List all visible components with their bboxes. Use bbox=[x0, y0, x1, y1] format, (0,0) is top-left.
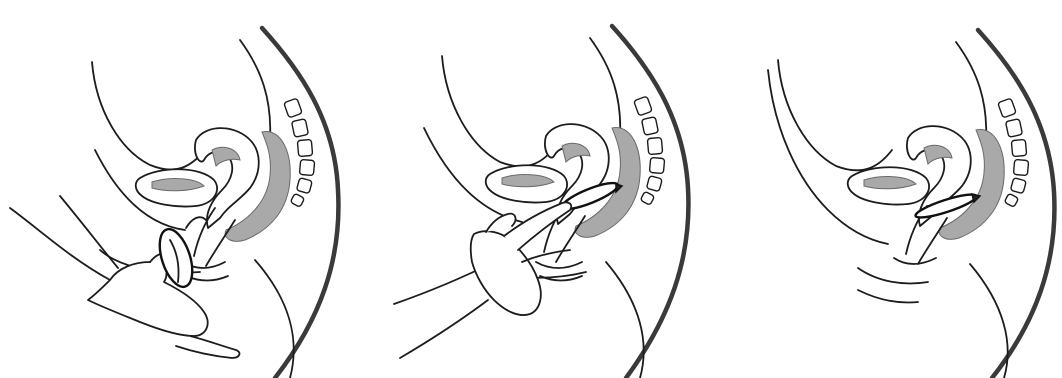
anatomy-diagram-step-2 bbox=[354, 0, 708, 378]
wrist-lower bbox=[60, 196, 118, 268]
fingertips bbox=[176, 336, 239, 358]
thumb bbox=[486, 214, 515, 232]
inner-back-line bbox=[240, 40, 270, 140]
thigh-line bbox=[858, 268, 928, 283]
knee-line bbox=[858, 290, 918, 303]
panel-step-1 bbox=[0, 0, 354, 378]
index-finger bbox=[504, 202, 571, 250]
middle-finger bbox=[522, 250, 570, 262]
inner-back-line bbox=[590, 38, 620, 138]
belly-line bbox=[768, 70, 888, 244]
anatomy-diagram-step-1 bbox=[0, 0, 354, 378]
anatomy-diagram-step-3 bbox=[708, 0, 1062, 378]
wrist-lower bbox=[400, 300, 488, 358]
abdomen-outline bbox=[92, 62, 205, 170]
vulva-lines bbox=[894, 258, 936, 264]
palm bbox=[471, 231, 541, 315]
vulva-lines bbox=[536, 262, 582, 281]
abdomen-outline bbox=[442, 56, 556, 166]
inner-back-line bbox=[956, 42, 986, 142]
abdomen-outline bbox=[778, 60, 892, 170]
panel-step-3 bbox=[708, 0, 1062, 378]
stem bbox=[186, 217, 206, 228]
hand-inserting-device bbox=[394, 202, 571, 358]
forearm bbox=[10, 208, 110, 280]
hand-holding-device bbox=[10, 196, 239, 358]
panel-step-2 bbox=[354, 0, 708, 378]
